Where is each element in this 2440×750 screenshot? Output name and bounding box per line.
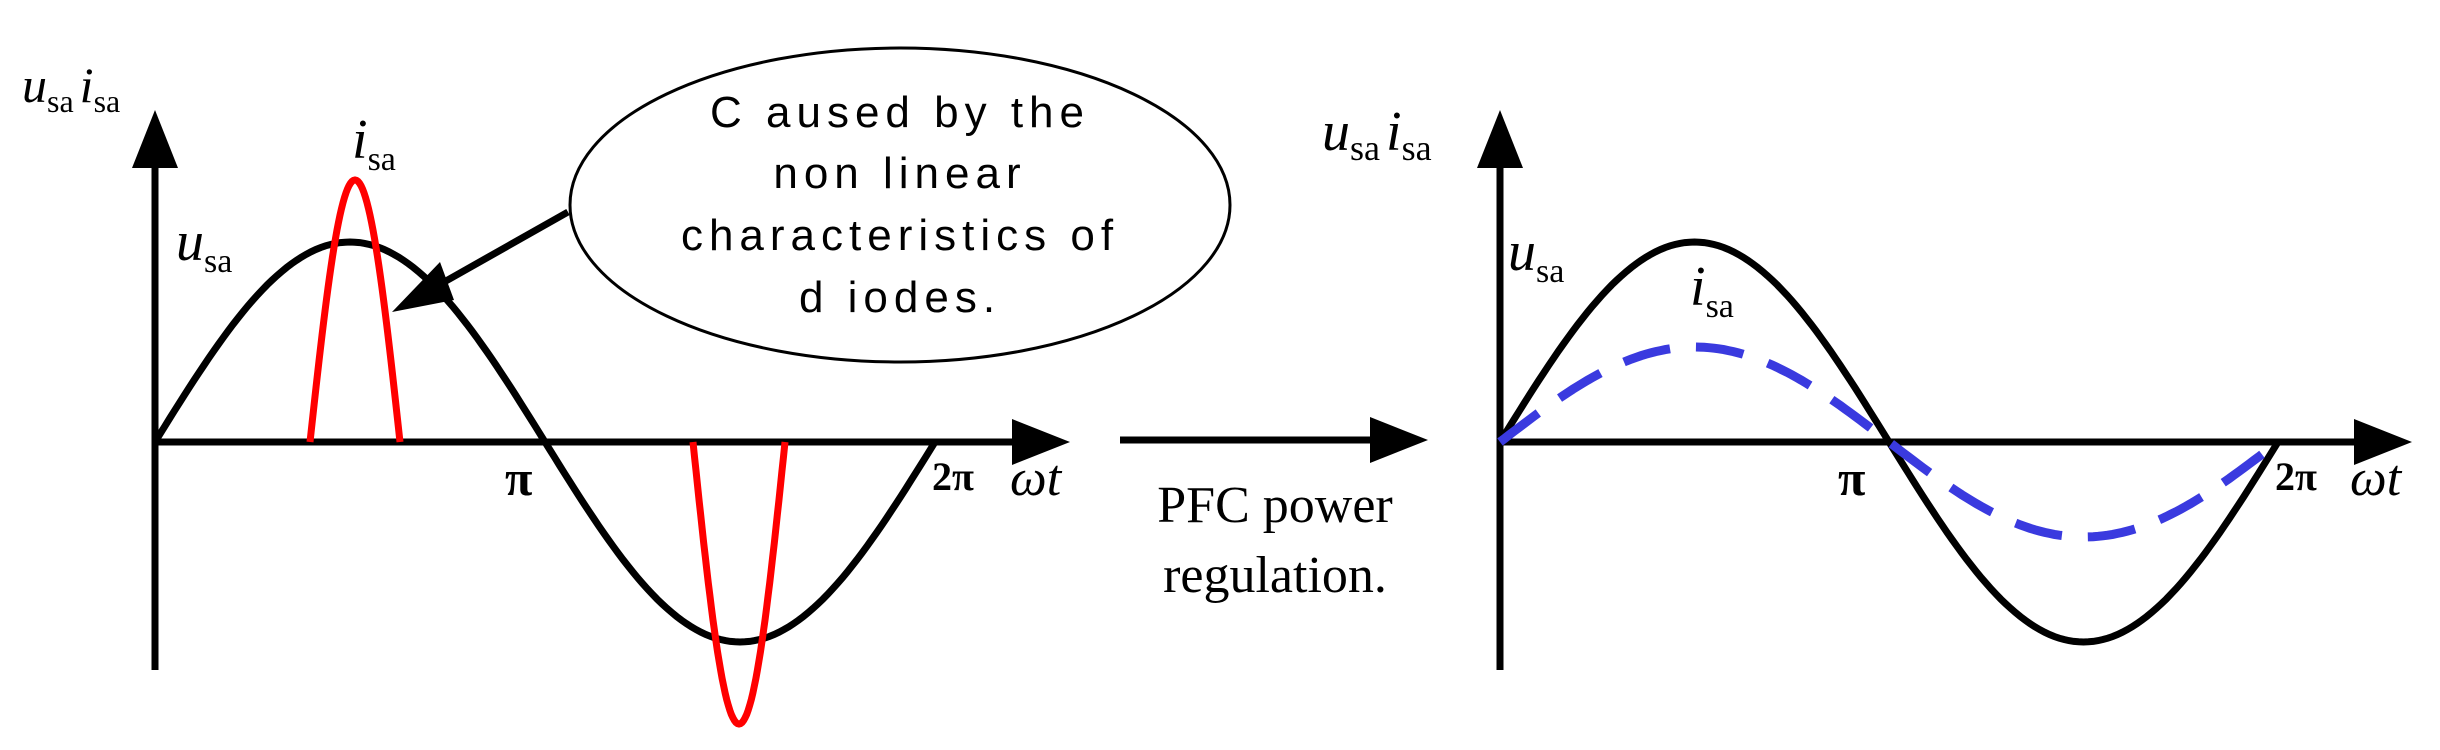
callout-ellipse: [568, 46, 1232, 364]
left-tick-pi: π: [505, 450, 532, 506]
right-y-axis-arrowhead: [1477, 110, 1523, 168]
callout-line-4: d iodes.: [799, 273, 1001, 322]
left-voltage-curve: [152, 238, 938, 646]
right-voltage-label: usa: [1508, 221, 1564, 290]
left-current-label: isa: [352, 109, 396, 178]
callout-line-1: C aused by the: [710, 88, 1090, 137]
left-x-axis-arrowhead: [1012, 419, 1070, 465]
right-x-axis-label: ωt: [2350, 450, 2403, 507]
left-x-axis-label: ωt: [1010, 450, 1063, 507]
transition-arrow: PFC power regulation.: [1120, 417, 1428, 604]
right-current-label: isa: [1690, 256, 1734, 325]
callout-line-3: characteristics of: [681, 211, 1119, 260]
callout-pointer-line: [428, 208, 570, 294]
right-tick-pi: π: [1838, 450, 1865, 506]
left-current-pulse-negative: [689, 441, 789, 728]
left-y-axis-arrowhead: [132, 110, 178, 168]
transition-caption-line-1: PFC power: [1157, 477, 1392, 534]
right-voltage-curve: [1497, 238, 2281, 646]
transition-caption-line-2: regulation.: [1163, 547, 1387, 604]
left-voltage-label: usa: [176, 211, 232, 280]
transition-arrow-head: [1370, 417, 1428, 463]
right-x-axis-arrowhead: [2354, 419, 2412, 465]
left-tick-2pi: 2π: [932, 454, 974, 499]
left-current-pulse-positive: [306, 176, 404, 443]
right-tick-2pi: 2π: [2275, 454, 2317, 499]
right-current-curve-dashed: [1497, 342, 2281, 542]
callout-line-2: non linear: [773, 149, 1026, 198]
callout-pointer-arrowhead: [392, 262, 454, 312]
